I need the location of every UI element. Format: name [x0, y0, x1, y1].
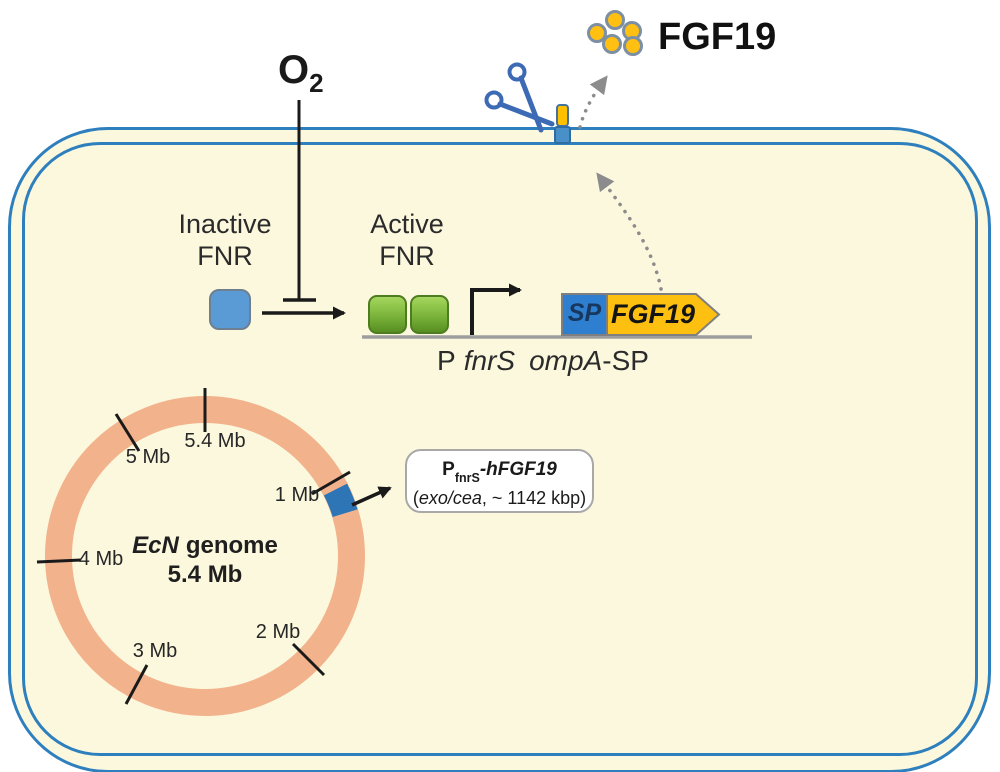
cell-inner-membrane — [22, 142, 978, 756]
secretion-channel-pore — [554, 126, 571, 144]
fgf19-gene-label: FGF19 — [610, 299, 696, 329]
active-fnr-label: Active FNR — [370, 209, 444, 271]
insert-callout-box: PfnrS-hFGF19 (exo/cea, ~ 1142 kbp) — [405, 449, 594, 513]
sp-box-label: SP — [567, 299, 602, 327]
genome-tick-label-2mb: 2 Mb — [255, 621, 301, 643]
oxygen-label: O2 — [278, 48, 324, 99]
callout-construct-name: PfnrS-hFGF19 — [442, 459, 557, 485]
genome-tick-label-5mb: 5 Mb — [125, 446, 171, 468]
genome-tick-label-1mb: 1 Mb — [274, 484, 320, 506]
inactive-fnr-label: Inactive FNR — [178, 209, 272, 271]
oxygen-subscript: 2 — [309, 68, 324, 98]
secretion-arrow-outside — [578, 75, 608, 129]
secretion-channel-sp — [556, 104, 569, 127]
active-fnr-protein-2 — [410, 295, 449, 334]
genome-tick-label-3mb: 3 Mb — [132, 640, 178, 662]
secreted-protein-dots — [587, 10, 643, 56]
callout-locus-detail: (exo/cea, ~ 1142 kbp) — [412, 487, 587, 508]
oxygen-symbol: O — [278, 48, 310, 92]
active-fnr-protein-1 — [368, 295, 407, 334]
inactive-fnr-protein — [209, 289, 251, 330]
scissors-icon — [484, 62, 555, 133]
secreted-fgf19-title: FGF19 — [658, 16, 777, 58]
genome-size: 5.4 Mb — [167, 561, 243, 588]
